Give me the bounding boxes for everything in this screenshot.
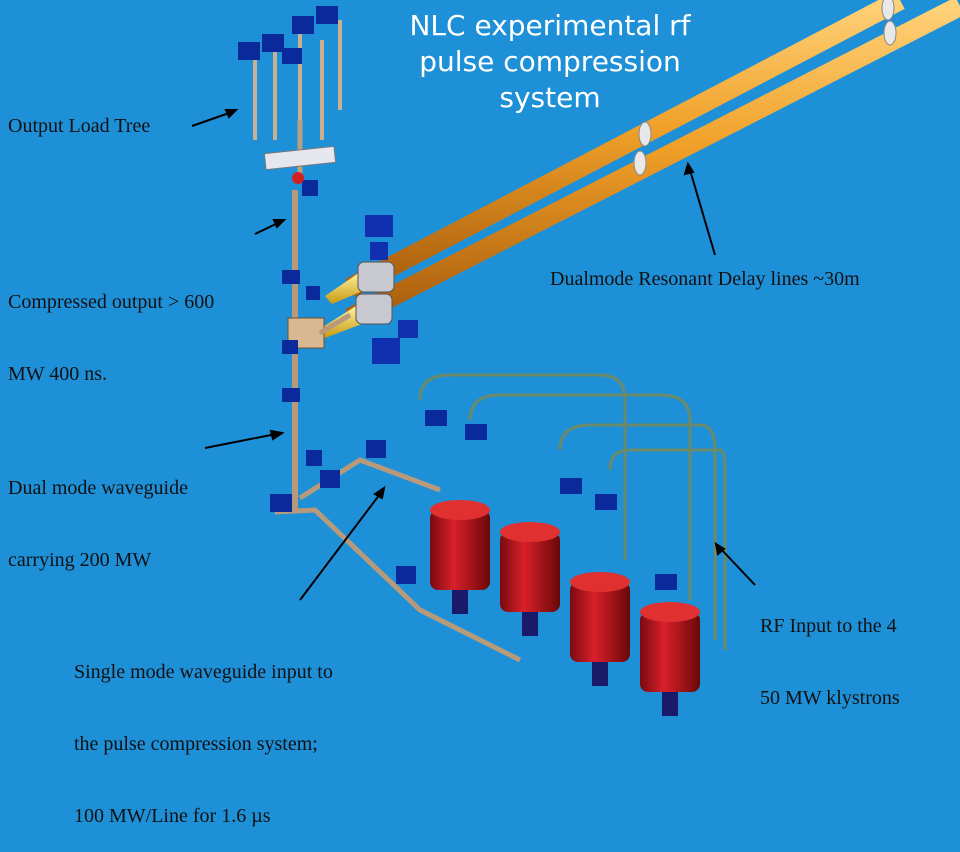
label-single-mode-waveguide: Single mode waveguide input to the pulse… bbox=[74, 612, 333, 852]
rf-input-lines bbox=[418, 373, 727, 650]
label-rf-input: RF Input to the 4 50 MW klystrons bbox=[760, 566, 900, 734]
label-rf-input-line-1: RF Input to the 4 bbox=[760, 615, 897, 637]
diagram-canvas bbox=[191, 0, 960, 716]
label-single-mode-line-1: Single mode waveguide input to bbox=[74, 661, 333, 683]
delay-line-lower bbox=[345, 0, 960, 327]
label-single-mode-line-3: 100 MW/Line for 1.6 µs bbox=[74, 805, 271, 827]
title-line-2: pulse compression bbox=[419, 45, 681, 78]
label-compressed-output-line-1: Compressed output > 600 bbox=[8, 291, 215, 313]
label-single-mode-line-2: the pulse compression system; bbox=[74, 733, 318, 755]
label-delay-lines: Dualmode Resonant Delay lines ~30m bbox=[550, 268, 860, 290]
label-rf-input-line-2: 50 MW klystrons bbox=[760, 687, 900, 709]
delay-line-upper bbox=[345, 0, 905, 297]
single-mode-waveguide bbox=[270, 440, 522, 663]
klystron-3 bbox=[560, 478, 630, 686]
label-dual-mode-line-2: carrying 200 MW bbox=[8, 549, 152, 571]
coupler-housings bbox=[355, 215, 418, 364]
title-line-1: NLC experimental rf bbox=[409, 9, 691, 42]
klystron-1 bbox=[425, 410, 490, 614]
dual-mode-waveguide bbox=[282, 190, 352, 510]
klystron-4 bbox=[595, 494, 700, 716]
klystron-2 bbox=[465, 424, 560, 636]
output-load-tree bbox=[238, 6, 342, 196]
callout-arrows bbox=[191, 109, 756, 601]
label-dual-mode-line-1: Dual mode waveguide bbox=[8, 477, 188, 499]
title-line-3: system bbox=[499, 81, 601, 114]
diagram-title: NLC experimental rf pulse compression sy… bbox=[360, 8, 740, 116]
label-dual-mode-waveguide: Dual mode waveguide carrying 200 MW bbox=[8, 428, 188, 596]
taper-cone-upper bbox=[325, 272, 365, 304]
label-compressed-output-line-2: MW 400 ns. bbox=[8, 363, 108, 385]
label-output-load-tree: Output Load Tree bbox=[8, 115, 151, 137]
label-compressed-output: Compressed output > 600 MW 400 ns. bbox=[8, 242, 214, 410]
